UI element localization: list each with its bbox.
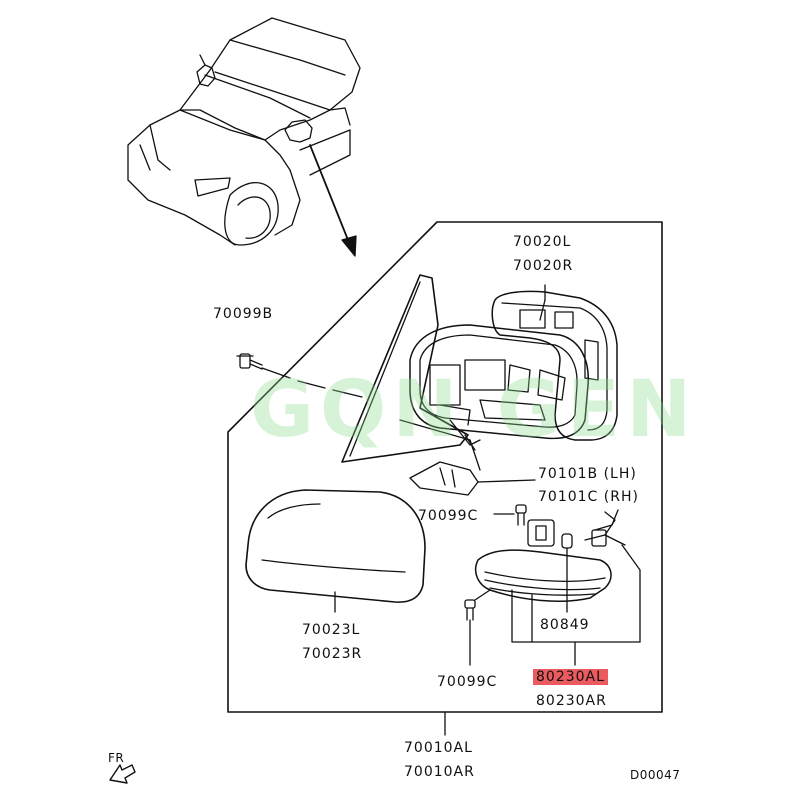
part-label-70101c: 70101C (RH) <box>538 489 639 505</box>
mirror-cover-70023 <box>245 489 426 603</box>
mirror-base <box>341 274 471 463</box>
part-label-70099c-lower: 70099C <box>437 674 498 690</box>
cover-plate-70101 <box>409 461 536 496</box>
part-label-70099b: 70099B <box>213 306 274 322</box>
part-label-80230ar: 80230AR <box>536 693 607 709</box>
screw-70099c-lower <box>464 589 491 621</box>
mirror-glass <box>491 290 618 441</box>
vehicle-sketch <box>127 17 361 246</box>
watermark: GQN GEN <box>250 365 698 455</box>
part-label-70023l: 70023L <box>302 622 361 638</box>
part-label-80849: 80849 <box>540 617 590 633</box>
frame-border <box>227 221 663 713</box>
diagram-id: D00047 <box>630 768 681 782</box>
part-label-70010al: 70010AL <box>404 740 473 756</box>
mirror-housing <box>409 324 589 451</box>
part-label-70020l: 70020L <box>513 234 572 250</box>
front-marker-label: FR <box>108 751 125 765</box>
part-label-70010ar: 70010AR <box>404 764 475 780</box>
part-label-70099c-upper: 70099C <box>418 508 479 524</box>
part-label-70023r: 70023R <box>302 646 363 662</box>
part-label-70020r: 70020R <box>513 258 574 274</box>
turn-lamp <box>474 509 626 602</box>
part-label-70101b: 70101B (LH) <box>538 466 637 482</box>
screw-70099c-upper <box>493 504 527 526</box>
screw-70099b <box>236 353 263 370</box>
part-label-80230al: 80230AL <box>533 669 608 685</box>
front-arrow-icon <box>109 764 136 784</box>
